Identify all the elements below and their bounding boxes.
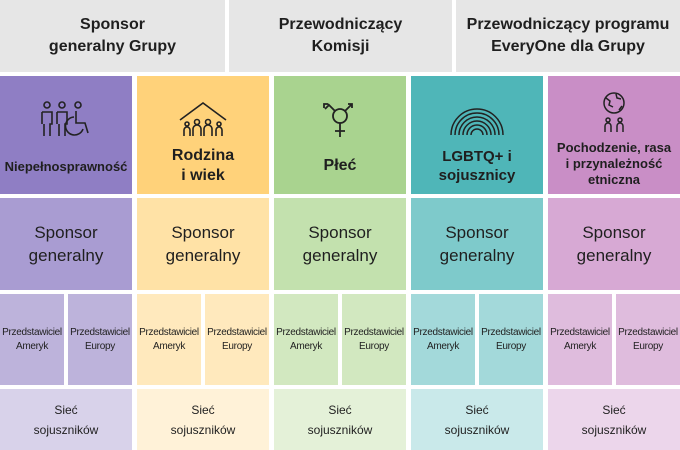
theme-label: i przynależność — [565, 156, 663, 171]
rep-europe: Przedstawiciel Europy — [479, 294, 543, 385]
rep-label: Przedstawiciel — [139, 326, 199, 338]
sponsor-label: Sponsor — [171, 223, 235, 242]
rep-label: Przedstawiciel — [70, 326, 130, 338]
header-line: Komisji — [311, 38, 370, 55]
sponsor-label: generalny — [28, 246, 104, 265]
rep-label: Przedstawiciel — [618, 326, 678, 338]
network-label: sojuszników — [33, 422, 99, 437]
rep-label: Europy — [633, 340, 663, 352]
rep-americas: Przedstawiciel Ameryk — [137, 294, 201, 385]
network-label: Sieć — [602, 402, 626, 417]
header-group-sponsor: Sponsor generalny Grupy — [0, 0, 225, 72]
rep-europe: Przedstawiciel Europy — [205, 294, 269, 385]
rep-label: Przedstawiciel — [550, 326, 610, 338]
header-program-chair: Przewodniczący programu EveryOne dla Gru… — [456, 0, 680, 72]
allies-network: Sieć sojuszników — [274, 389, 406, 450]
column-disability: Niepełnosprawność Sponsor generalny Prze… — [0, 76, 132, 450]
theme-label: Rodzina — [171, 147, 235, 164]
header-line: Przewodniczący — [278, 16, 403, 33]
allies-network: Sieć sojuszników — [0, 389, 132, 450]
sponsor-cell: Sponsor generalny — [548, 198, 680, 290]
rep-label: Europy — [222, 340, 252, 352]
allies-network: Sieć sojuszników — [137, 389, 269, 450]
rep-americas: Przedstawiciel Ameryk — [411, 294, 475, 385]
rep-label: Przedstawiciel — [344, 326, 404, 338]
rep-europe: Przedstawiciel Europy — [342, 294, 406, 385]
network-label: Sieć — [328, 402, 352, 417]
theme-ethnicity: Pochodzenie, rasa i przynależność etnicz… — [548, 76, 680, 194]
rep-americas: Przedstawiciel Ameryk — [548, 294, 612, 385]
rep-americas: Przedstawiciel Ameryk — [0, 294, 64, 385]
header-line: generalny Grupy — [48, 38, 177, 55]
header-line: EveryOne dla Grupy — [491, 38, 645, 55]
network-label: Sieć — [54, 402, 78, 417]
theme-lgbtq: LGBTQ+ i sojusznicy — [411, 76, 543, 194]
header-line: Przewodniczący programu — [466, 16, 670, 33]
header-line: Sponsor — [80, 16, 145, 33]
sponsor-cell: Sponsor generalny — [0, 198, 132, 290]
rep-europe: Przedstawiciel Europy — [616, 294, 680, 385]
theme-label: LGBTQ+ i — [442, 148, 512, 165]
column-gender: Płeć Sponsor generalny Przedstawiciel Am… — [274, 76, 406, 450]
header-committee-chair: Przewodniczący Komisji — [229, 0, 452, 72]
network-label: Sieć — [191, 402, 215, 417]
theme-disability: Niepełnosprawność — [0, 76, 132, 194]
sponsor-label: Sponsor — [34, 223, 98, 242]
sponsor-label: Sponsor — [308, 223, 372, 242]
gender-symbol-icon — [318, 94, 362, 146]
theme-label: Płeć — [323, 157, 357, 174]
people-accessibility-icon — [40, 94, 92, 146]
column-lgbtq: LGBTQ+ i sojusznicy Sponsor generalny Pr… — [411, 76, 543, 450]
sponsor-cell: Sponsor generalny — [411, 198, 543, 290]
rep-americas: Przedstawiciel Ameryk — [274, 294, 338, 385]
theme-label: Niepełnosprawność — [4, 158, 128, 174]
rep-label: Ameryk — [426, 340, 460, 352]
rainbow-icon — [447, 94, 507, 146]
theme-label: sojusznicy — [438, 167, 516, 184]
network-label: Sieć — [465, 402, 489, 417]
rep-label: Ameryk — [152, 340, 186, 352]
rep-label: Europy — [85, 340, 115, 352]
family-house-icon — [177, 94, 229, 146]
rep-label: Przedstawiciel — [2, 326, 62, 338]
theme-gender: Płeć — [274, 76, 406, 194]
sponsor-cell: Sponsor generalny — [274, 198, 406, 290]
network-label: sojuszników — [581, 422, 647, 437]
network-label: sojuszników — [307, 422, 373, 437]
rep-label: Przedstawiciel — [413, 326, 473, 338]
theme-label: i wiek — [181, 167, 225, 184]
rep-label: Przedstawiciel — [276, 326, 336, 338]
sponsor-cell: Sponsor generalny — [137, 198, 269, 290]
theme-label: etniczna — [587, 172, 640, 187]
rep-label: Europy — [359, 340, 389, 352]
sponsor-label: generalny — [302, 246, 378, 265]
rep-label: Przedstawiciel — [207, 326, 267, 338]
theme-label: Pochodzenie, rasa — [556, 140, 672, 155]
sponsor-label: Sponsor — [582, 223, 646, 242]
allies-network: Sieć sojuszników — [548, 389, 680, 450]
globe-people-icon — [596, 88, 632, 140]
sponsor-label: generalny — [576, 246, 652, 265]
sponsor-label: Sponsor — [445, 223, 509, 242]
rep-label: Ameryk — [563, 340, 597, 352]
rep-europe: Przedstawiciel Europy — [68, 294, 132, 385]
network-label: sojuszników — [170, 422, 236, 437]
network-label: sojuszników — [444, 422, 510, 437]
column-family-age: Rodzina i wiek Sponsor generalny Przedst… — [137, 76, 269, 450]
theme-family-age: Rodzina i wiek — [137, 76, 269, 194]
allies-network: Sieć sojuszników — [411, 389, 543, 450]
sponsor-label: generalny — [165, 246, 241, 265]
column-ethnicity: Pochodzenie, rasa i przynależność etnicz… — [548, 76, 680, 450]
rep-label: Przedstawiciel — [481, 326, 541, 338]
rep-label: Ameryk — [15, 340, 49, 352]
sponsor-label: generalny — [439, 246, 515, 265]
rep-label: Europy — [496, 340, 526, 352]
rep-label: Ameryk — [289, 340, 323, 352]
